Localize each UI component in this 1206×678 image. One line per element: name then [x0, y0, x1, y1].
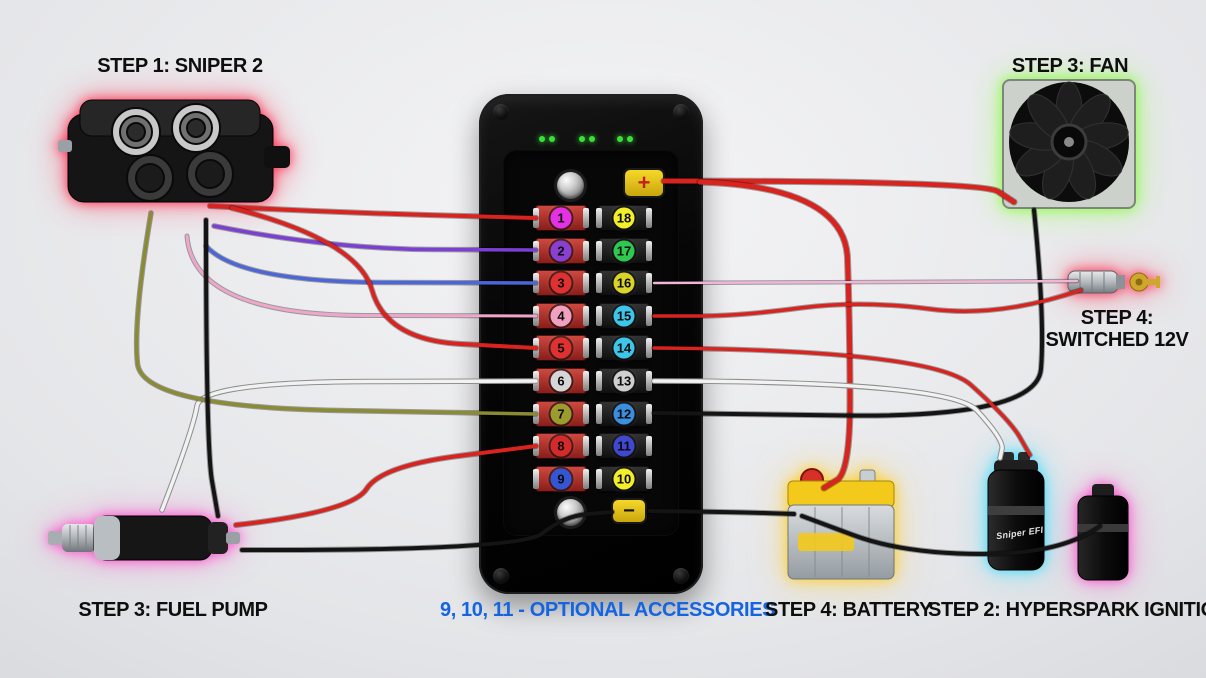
- terminal-17: 17: [596, 237, 652, 264]
- hyperspark-label: STEP 2: HYPERSPARK IGNITION: [928, 599, 1206, 621]
- electric-fan: [993, 78, 1143, 218]
- terminal-8: 8: [533, 433, 589, 460]
- terminal-number-10: 10: [613, 468, 635, 490]
- fan-illustration: [1002, 79, 1136, 209]
- distributor-illustration: [987, 452, 1045, 571]
- terminal-2: 2: [533, 237, 589, 264]
- plus-icon: +: [637, 170, 651, 195]
- terminal-number-17: 17: [613, 240, 635, 262]
- right-terminal-column: 18 17 16 15 14 13 12 11 10: [596, 205, 652, 505]
- sniper-illustration: [58, 99, 290, 203]
- terminal-number-15: 15: [613, 305, 635, 327]
- screw-icon: [493, 104, 509, 120]
- terminal-4: 4: [533, 302, 589, 329]
- terminal-number-4: 4: [550, 305, 572, 327]
- terminal-number-13: 13: [613, 370, 635, 392]
- wire-dist-signal: [651, 378, 1005, 461]
- terminal-number-16: 16: [613, 272, 635, 294]
- terminal-14: 14: [596, 335, 652, 362]
- terminal-1: 1: [533, 205, 589, 231]
- positive-terminal: +: [625, 170, 663, 196]
- wire-plus-to-fan: [660, 177, 1018, 206]
- status-led-icon: [589, 136, 595, 142]
- terminal-11: 11: [596, 433, 652, 460]
- wire-fan-ground: [651, 207, 1046, 419]
- switched-12v-line1: STEP 4:: [1080, 307, 1154, 329]
- wire-coil-power: [651, 345, 1033, 458]
- terminal-number-18: 18: [613, 207, 635, 229]
- stud-bolt-top: [557, 172, 584, 199]
- wire-plus-to-fan: [661, 178, 1017, 205]
- status-led-icon: [579, 136, 585, 142]
- sniper-throttle-body: [58, 88, 293, 216]
- battery-label: STEP 4: BATTERY: [765, 599, 932, 621]
- sniper-label: STEP 1: SNIPER 2: [97, 55, 263, 77]
- wire-switch-red: [652, 288, 1083, 318]
- terminal-number-14: 14: [613, 337, 635, 359]
- terminal-5: 5: [533, 335, 589, 362]
- terminal-number-9: 9: [550, 468, 572, 490]
- optional-accessories-label: 9, 10, 11 - OPTIONAL ACCESSORIES: [440, 599, 776, 621]
- fuel-pump-illustration: [48, 515, 240, 561]
- switched-12v-key: [1066, 262, 1162, 302]
- wire-plus-to-battery: [696, 178, 854, 492]
- screw-icon: [673, 568, 689, 584]
- terminal-13: 13: [596, 368, 652, 394]
- status-led-icon: [539, 136, 545, 142]
- terminal-12: 12: [596, 400, 652, 427]
- terminal-3: 3: [533, 270, 589, 297]
- left-terminal-column: 1 2 3 4 5 6 7 8 9: [533, 205, 589, 505]
- terminal-number-7: 7: [550, 403, 572, 425]
- battery: [782, 465, 900, 587]
- screw-icon: [673, 104, 689, 120]
- switched-12v-line2: SWITCHED 12V: [1045, 329, 1189, 352]
- wire-coil-power: [652, 346, 1032, 457]
- wire-switch-red: [651, 287, 1084, 319]
- terminal-number-5: 5: [550, 337, 572, 359]
- terminal-6: 6: [533, 368, 589, 394]
- module-fuse-panel: [503, 150, 679, 536]
- battery-illustration: [787, 468, 895, 580]
- wire-sniper-ground: [203, 217, 221, 519]
- terminal-number-11: 11: [613, 435, 635, 457]
- hyperspark-distributor: Sniper EFI: [972, 450, 1060, 584]
- terminal-number-6: 6: [550, 370, 572, 392]
- wire-switch-sense: [652, 279, 1079, 285]
- hyperspark-coil: [1066, 482, 1140, 586]
- wire-sniper-ground: [204, 218, 220, 518]
- negative-terminal: −: [613, 500, 645, 522]
- fan-label: STEP 3: FAN: [1011, 55, 1129, 77]
- minus-icon: −: [623, 500, 635, 522]
- wire-fan-ground: [652, 208, 1045, 418]
- wire-switch-sense: [651, 278, 1080, 286]
- coil-illustration: [1077, 484, 1129, 581]
- terminal-16: 16: [596, 270, 652, 297]
- terminal-number-3: 3: [550, 272, 572, 294]
- terminal-number-8: 8: [550, 435, 572, 457]
- terminal-9: 9: [533, 465, 589, 492]
- terminal-number-2: 2: [550, 240, 572, 262]
- wire-sniper-olive: [133, 210, 539, 417]
- key-switch-illustration: [1067, 270, 1160, 294]
- terminal-7: 7: [533, 400, 589, 427]
- fuel-pump: [48, 498, 243, 578]
- terminal-15: 15: [596, 302, 652, 329]
- fuel-pump-label: STEP 3: FUEL PUMP: [78, 599, 268, 621]
- status-led-icon: [549, 136, 555, 142]
- wire-sniper-olive: [134, 211, 538, 416]
- screw-icon: [493, 568, 509, 584]
- terminal-number-1: 1: [550, 207, 572, 229]
- status-led-icon: [617, 136, 623, 142]
- terminal-18: 18: [596, 205, 652, 231]
- switched-12v-label: STEP 4: SWITCHED 12V: [1032, 307, 1202, 352]
- terminal-10: 10: [596, 465, 652, 492]
- terminal-number-12: 12: [613, 403, 635, 425]
- status-led-icon: [627, 136, 633, 142]
- wire-dist-signal: [652, 379, 1004, 460]
- wire-plus-to-battery: [697, 179, 853, 491]
